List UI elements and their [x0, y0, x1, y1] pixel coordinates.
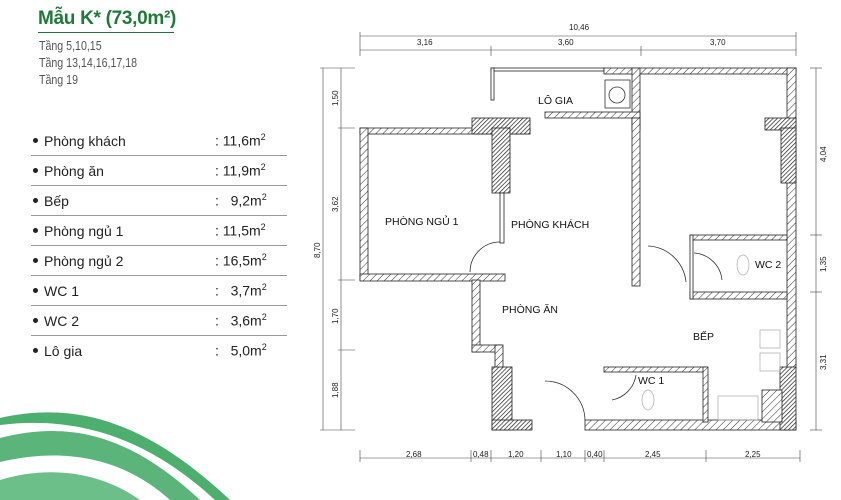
room-name: Bếp	[44, 192, 69, 209]
bullet-icon	[33, 168, 38, 173]
bullet-icon	[33, 258, 38, 263]
dim-bottom: 2,45	[645, 450, 661, 459]
room-area: : 11,6m2	[215, 132, 266, 149]
dim-top-total: 10,46	[569, 23, 590, 32]
floor-list: Tầng 5,10,15 Tầng 13,14,16,17,18 Tầng 19	[39, 38, 137, 89]
room-label-lo-gia: LÔ GIA	[538, 94, 573, 107]
room-label-phong-an: PHÒNG ĂN	[502, 303, 558, 316]
room-area: : 16,5m2	[215, 252, 267, 269]
bullet-icon	[33, 198, 38, 203]
room-row: Phòng ngủ 1 : 11,5m2	[31, 216, 287, 246]
room-area: : 3,7m2	[215, 282, 267, 299]
room-area-list: Phòng khách : 11,6m2 Phòng ăn : 11,9m2 Bếp…	[31, 126, 287, 365]
fixtures	[641, 254, 781, 421]
dim-bottom: 0,40	[587, 450, 603, 459]
room-area: : 11,9m2	[215, 162, 266, 179]
room-labels: LÔ GIA PHÒNG NGỦ 1 PHÒNG KHÁCH WC 2 PHÒN…	[385, 94, 781, 387]
room-row: WC 2 : 3,6m2	[31, 306, 287, 336]
room-name: WC 2	[44, 312, 79, 329]
bullet-icon	[33, 318, 38, 323]
doors	[469, 79, 723, 421]
title-divider	[38, 32, 174, 33]
room-row: Phòng ngủ 2 : 16,5m2	[31, 246, 287, 276]
walls	[359, 67, 797, 431]
room-row: WC 1 : 3,7m2	[31, 276, 287, 306]
dim-bottom: 1,10	[556, 450, 572, 459]
dim-left: 3,62	[331, 196, 340, 212]
dim-left: 1,50	[331, 90, 340, 106]
bullet-icon	[33, 348, 38, 353]
room-row: Phòng khách : 11,6m2	[31, 126, 287, 156]
room-area: : 5,0m2	[215, 342, 267, 359]
dim-left: 1,70	[331, 308, 340, 324]
dim-bottom: 2,68	[406, 450, 422, 459]
dimension-lines	[320, 32, 822, 462]
room-name: Phòng ăn	[44, 162, 104, 179]
dim-right: 4,04	[819, 146, 828, 162]
room-label-phong-khach: PHÒNG KHÁCH	[511, 218, 589, 231]
dim-bottom: 0,48	[473, 450, 489, 459]
floor-line: Tầng 5,10,15	[39, 39, 102, 53]
plan-title: Mẫu K* (73,0m²)	[38, 8, 177, 29]
dimension-labels: 10,46 3,16 3,60 3,70 8,70 1,50 3,62 1,70…	[313, 23, 828, 459]
room-name: Lô gia	[44, 342, 83, 359]
room-name: Phòng ngủ 2	[44, 252, 124, 269]
dim-left: 1,88	[331, 382, 340, 398]
room-name: WC 1	[44, 282, 79, 299]
room-label-wc1: WC 1	[638, 375, 664, 387]
room-name: Phòng khách	[44, 132, 126, 149]
room-row: Bếp : 9,2m2	[31, 186, 287, 216]
dim-top: 3,60	[558, 38, 574, 47]
dim-right: 1,35	[819, 256, 828, 272]
bullet-icon	[33, 138, 38, 143]
dim-right: 3,31	[819, 354, 828, 370]
floor-line: Tầng 13,14,16,17,18	[39, 56, 138, 70]
dim-bottom: 1,20	[508, 450, 524, 459]
room-area: : 3,6m2	[215, 312, 267, 329]
dim-top: 3,16	[417, 38, 433, 47]
room-label-wc2: WC 2	[755, 259, 781, 271]
decorative-swoosh	[0, 412, 230, 500]
room-area: : 9,2m2	[215, 192, 267, 209]
room-name: Phòng ngủ 1	[44, 222, 124, 239]
dim-bottom: 2,25	[745, 450, 761, 459]
room-label-bep: BẾP	[693, 330, 714, 343]
room-row: Phòng ăn : 11,9m2	[31, 156, 287, 186]
bullet-icon	[33, 288, 38, 293]
dim-top: 3,70	[710, 38, 726, 47]
bullet-icon	[33, 228, 38, 233]
dim-left-total: 8,70	[313, 242, 322, 258]
room-area: : 11,5m2	[215, 222, 266, 239]
room-row: Lô gia : 5,0m2	[31, 336, 287, 365]
floor-plan: LÔ GIA PHÒNG NGỦ 1 PHÒNG KHÁCH WC 2 PHÒN…	[313, 23, 828, 462]
room-label-phong-ngu-1: PHÒNG NGỦ 1	[385, 215, 459, 228]
floor-line: Tầng 19	[39, 73, 78, 87]
